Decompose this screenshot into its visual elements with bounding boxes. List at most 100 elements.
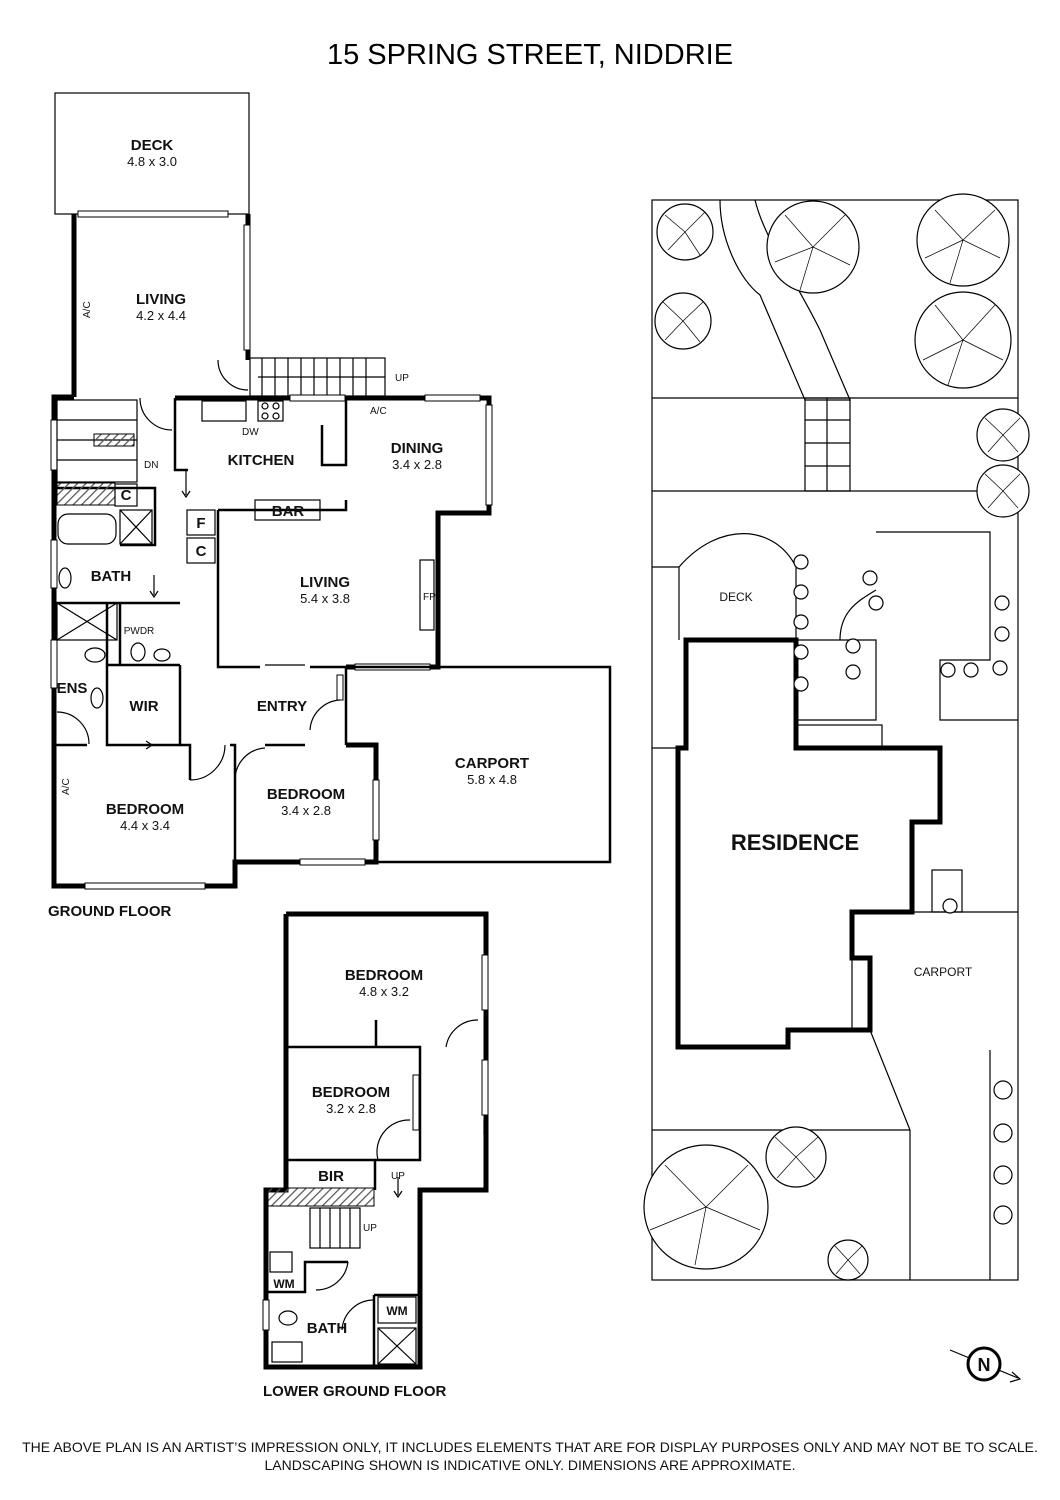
lower-bedroom-2-dims: 3.2 x 2.8 [326,1101,376,1116]
window [50,419,58,471]
pwdr-label: PWDR [124,626,155,637]
carport-label: CARPORT [455,755,529,772]
shrub [993,1080,1013,1225]
disclaimer-line-1: THE ABOVE PLAN IS AN ARTIST’S IMPRESSION… [22,1439,1038,1455]
ground-outer-wall-west [51,394,379,889]
residence-label: RESIDENCE [731,830,859,855]
dining-label: DINING [391,440,444,457]
living-main-dims: 5.4 x 3.8 [300,591,350,606]
stair-up-living [249,357,386,397]
basin [153,648,171,662]
ac-label-bedroom: A/C [61,778,72,795]
lower-stair-hatch [267,1187,375,1207]
disclaimer-line-2: LANDSCAPING SHOWN IS INDICATIVE ONLY. DI… [264,1457,795,1473]
cupboard-bath-label: C [121,487,132,504]
page-title: 15 SPRING STREET, NIDDRIE [327,39,733,71]
ground-floor-plan [50,92,612,890]
fp-label: FP [423,592,436,603]
tree [654,292,712,350]
site-deck [678,533,797,640]
dw-label: DW [242,427,259,438]
bedroom-main-label: BEDROOM [106,801,184,818]
cooktop [257,400,284,422]
lower-bedroom-2-label: BEDROOM [312,1084,390,1101]
window [289,394,346,402]
kitchen-bench-wall [320,398,348,467]
lower-stair-up-label: UP [363,1223,377,1234]
toilet [84,647,106,663]
living-west-wall [216,510,260,669]
lower-up-label: UP [391,1171,405,1182]
toilet [130,642,146,662]
ground-floor-label: GROUND FLOOR [48,903,171,920]
door-swing [217,359,249,391]
door-swing [56,711,90,745]
toilet [278,1310,298,1326]
lower-bedroom-1-label: BEDROOM [345,967,423,984]
dining-dims: 3.4 x 2.8 [392,457,442,472]
window [84,882,206,890]
bathtub [57,513,117,545]
tree [914,291,1012,389]
tree [976,408,1030,462]
lower-shower [377,1327,417,1365]
dn-label: DN [144,460,158,471]
bedroom-main-dims: 4.4 x 3.4 [120,818,170,833]
window [372,779,380,841]
lower-stairs [309,1207,361,1249]
laundry-tub [269,1251,293,1273]
lower-ground-floor-labels: BEDROOM 4.8 x 3.2 BEDROOM 3.2 x 2.8 BIR … [263,967,446,1400]
bath-label: BATH [91,568,132,585]
deck-dims: 4.8 x 3.0 [127,154,177,169]
door-swing [309,699,341,731]
door-swing [139,397,173,431]
bedroom-2-dims: 3.4 x 2.8 [281,803,331,818]
cupboard-label: C [196,543,207,560]
tree [643,1144,769,1270]
living-main-label: LIVING [300,574,350,591]
tree [766,200,860,294]
door-swing [376,1119,411,1161]
north-arrow: N [949,1346,1022,1383]
site-boundary [651,199,1019,1281]
carport-outline [346,665,612,864]
deck-label: DECK [131,137,174,154]
bedroom-2-west-wall [230,743,237,862]
deck-sliding-window [77,210,229,218]
living-upper-window [243,224,251,351]
window [481,1059,489,1116]
shrubs-planter [793,554,1010,914]
window [424,394,481,402]
fireplace [419,559,435,631]
kitchen-label: KITCHEN [228,452,295,469]
ground-floor-labels: DECK 4.8 x 3.0 LIVING 4.2 x 4.4 KITCHEN … [48,137,529,920]
door-swing [341,1299,375,1331]
tree [916,193,1010,287]
ac-label-west: A/C [82,301,93,318]
door-swing [234,747,266,781]
stair-up-label: UP [395,373,409,384]
site-plan-labels: RESIDENCE DECK CARPORT [719,590,973,979]
basin [90,687,104,709]
window [412,1074,420,1131]
window [336,674,344,701]
bedroom-2-label: BEDROOM [267,786,345,803]
ens-label: ENS [57,680,88,697]
basin [271,1341,303,1363]
ens-shower [56,602,118,641]
door-swing [445,1019,479,1048]
shower [119,509,153,545]
tree [765,1126,827,1188]
door-swing [315,1261,349,1291]
tree [976,464,1030,518]
carport-dims: 5.8 x 4.8 [467,772,517,787]
window [485,404,493,506]
site-deck-label: DECK [719,590,752,604]
sink [201,400,247,422]
bar-wall [218,500,348,512]
lower-bath-label: BATH [307,1320,348,1337]
lower-bedroom-1-dims: 4.8 x 3.2 [359,984,409,999]
bir-label: BIR [318,1168,344,1185]
window [262,1299,270,1331]
